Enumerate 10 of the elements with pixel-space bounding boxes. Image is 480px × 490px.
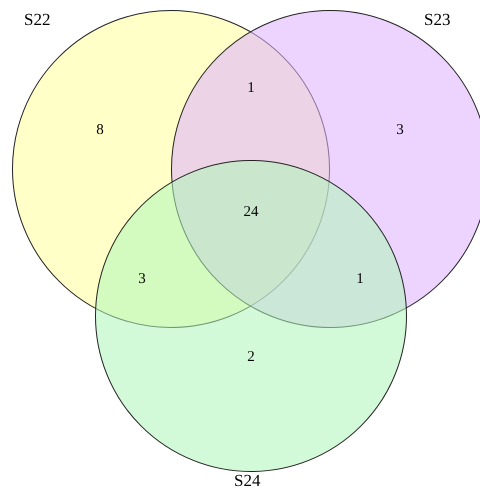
- region-count: 3: [396, 122, 404, 138]
- set-label: S23: [424, 11, 450, 29]
- region-count: 1: [247, 80, 255, 96]
- region-count: 1: [356, 271, 364, 287]
- region-count: 2: [247, 349, 255, 365]
- region-count: 3: [138, 271, 146, 287]
- set-label: S22: [24, 11, 50, 29]
- region-count: 24: [244, 204, 258, 220]
- set-label: S24: [234, 472, 260, 490]
- region-count: 8: [96, 122, 104, 138]
